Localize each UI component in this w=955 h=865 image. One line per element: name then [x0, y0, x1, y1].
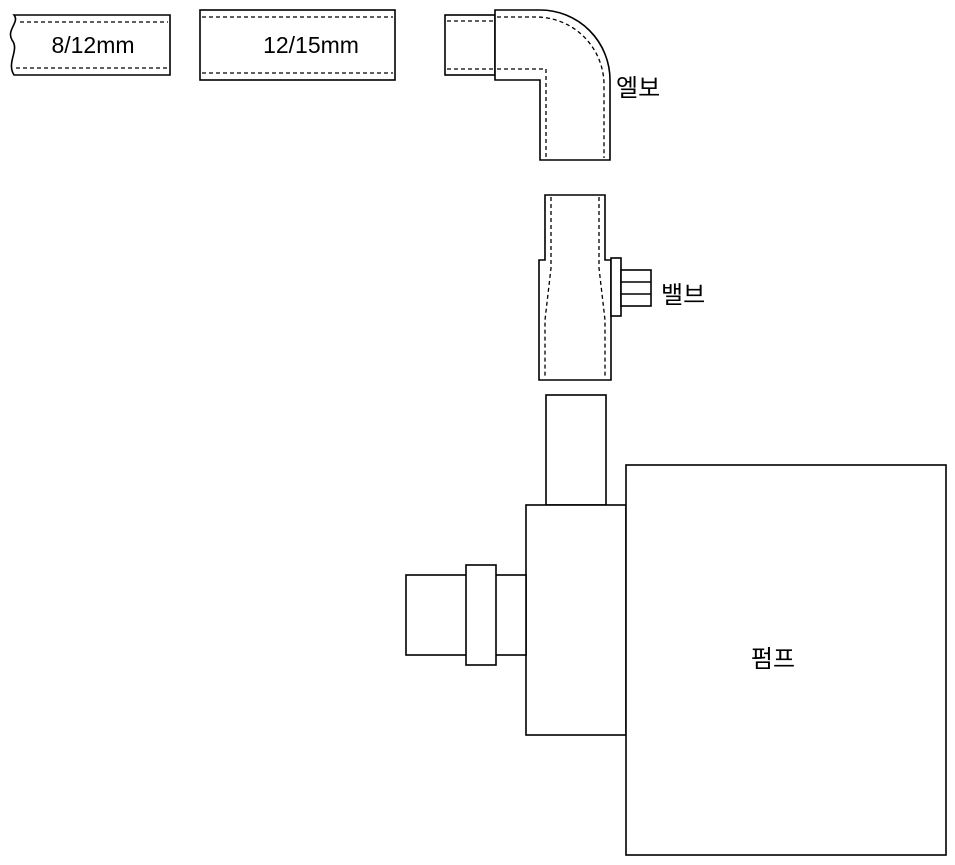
valve-stem	[610, 257, 622, 317]
pipe-12-15mm: 12/15mm	[199, 9, 396, 81]
pump-motor	[625, 464, 947, 856]
elbow-fitting	[444, 9, 611, 161]
valve-handle	[620, 269, 652, 307]
pump-inlet-flange	[465, 564, 497, 666]
valve-fitting	[538, 194, 652, 381]
valve-label: 밸브	[661, 281, 705, 309]
pump-assembly	[405, 394, 947, 856]
elbow-label: 엘보	[616, 74, 660, 102]
pipe-12-15mm-label: 12/15mm	[263, 32, 359, 58]
pipe-8-12mm: 8/12mm	[9, 14, 171, 76]
pump-housing	[525, 504, 627, 736]
pump-label: 펌프	[751, 645, 795, 673]
pipe-8-12mm-label: 8/12mm	[51, 32, 134, 58]
pump-outlet-pipe	[545, 394, 607, 506]
